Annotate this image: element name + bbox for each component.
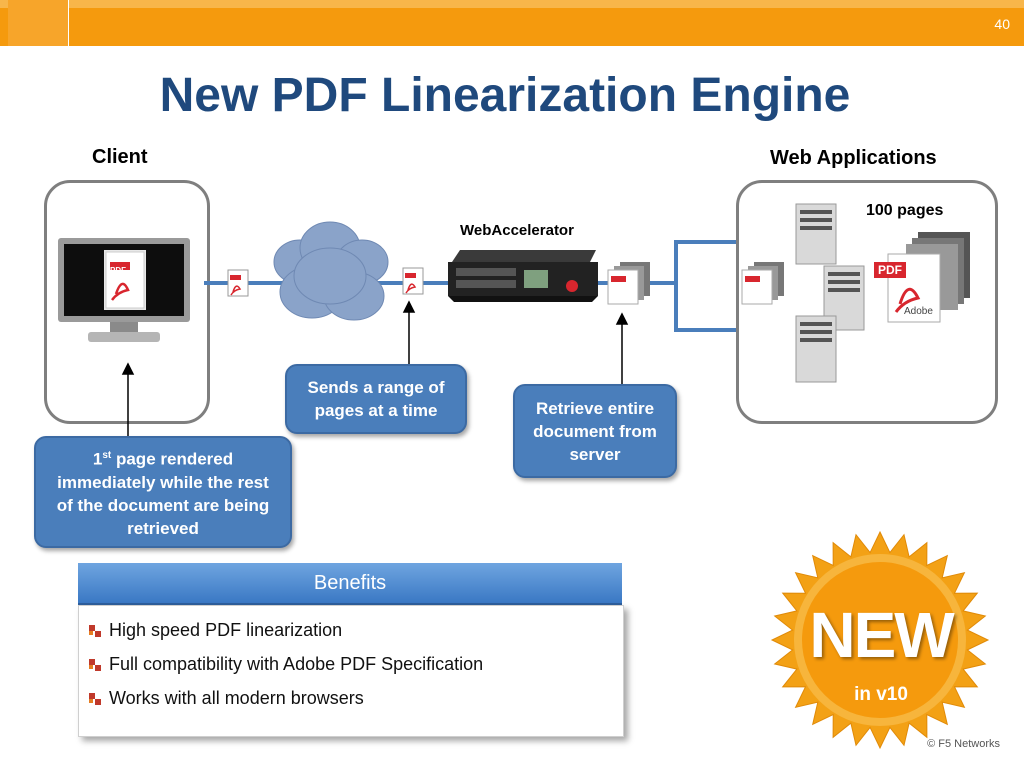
large-pdf-adobe-label: Adobe [904,306,933,317]
monitor-pdf-label: PDF [110,266,126,275]
webaccelerator-device-icon [448,250,598,302]
callout-sends-range: Sends a range of pages at a time [285,364,467,434]
benefit-item: High speed PDF linearization [89,620,342,641]
callout-retrieve-document: Retrieve entire document from server [513,384,677,478]
pdf-doc-icon-middle [402,267,424,295]
callout-retrieve-document-text: Retrieve entire document from server [533,398,657,464]
web-applications-heading: Web Applications [770,147,937,169]
client-heading: Client [92,146,148,168]
pdf-large-stack-icon [887,232,970,323]
large-pdf-label: PDF [874,262,906,278]
slide-title: New PDF Linearization Engine [159,69,851,122]
benefits-list: High speed PDF linearization Full compat… [78,605,624,737]
new-badge-word: NEW [809,599,954,671]
cloud-icon [273,221,389,321]
pages-count-label: 100 pages [866,202,944,219]
benefit-item-text: Works with all modern browsers [109,688,364,708]
callout-page-rendered-rest: page rendered immediately while the rest… [56,449,270,538]
pdf-doc-icon-left [227,269,249,297]
benefit-item: Full compatibility with Adobe PDF Specif… [89,654,483,675]
bullet-icon [89,693,101,705]
bullet-icon [89,659,101,671]
benefit-item-text: High speed PDF linearization [109,620,343,640]
arrows [121,300,629,436]
callout-ordinal-suffix: st [102,450,112,462]
benefit-item: Works with all modern browsers [89,688,364,709]
callout-page-rendered-text: 1st page rendered immediately while the … [36,444,290,540]
benefits-header: Benefits [78,563,622,605]
slide-number: 40 [994,16,1010,32]
pdf-stack-icon [607,262,650,305]
top-bar-tab [8,0,69,46]
callout-sends-range-text: Sends a range of pages at a time [307,378,445,420]
server-icon-top [795,203,837,265]
webaccelerator-label: WebAccelerator [460,222,574,239]
pdf-stack-left-icon [741,262,784,305]
top-bar-highlight [0,0,1024,8]
new-badge-icon [770,530,990,750]
new-badge-version: in v10 [854,684,908,705]
monitor-icon [58,238,190,342]
bullet-icon [89,625,101,637]
server-icon-bottom [795,315,837,383]
callout-ordinal-number: 1 [92,449,103,469]
copyright: © F5 Networks [927,738,1000,750]
callout-page-rendered: 1st page rendered immediately while the … [34,436,292,548]
benefit-item-text: Full compatibility with Adobe PDF Specif… [109,654,484,674]
top-bar [0,0,1024,46]
